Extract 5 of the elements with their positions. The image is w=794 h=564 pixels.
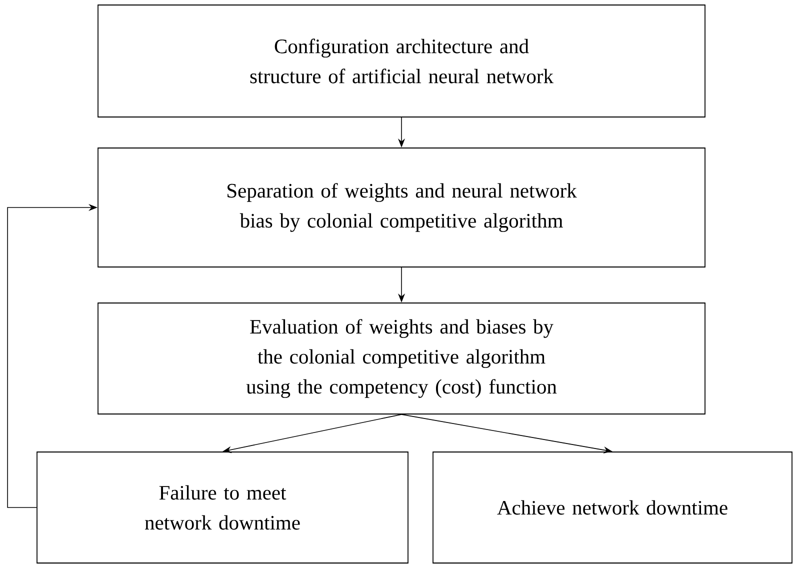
process-box: Achieve network downtime (432, 452, 792, 564)
process-box: Failure to meet network downtime (36, 452, 408, 564)
process-box: Configuration architecture and structure of artificial neural network (98, 4, 706, 118)
process-box: Evaluation of weights and biases by the colonial competitive algorithm using the competency (cost) function (98, 302, 706, 414)
process-box: Separation of weights and neural network bias by colonial competitive algorithm (98, 148, 706, 268)
